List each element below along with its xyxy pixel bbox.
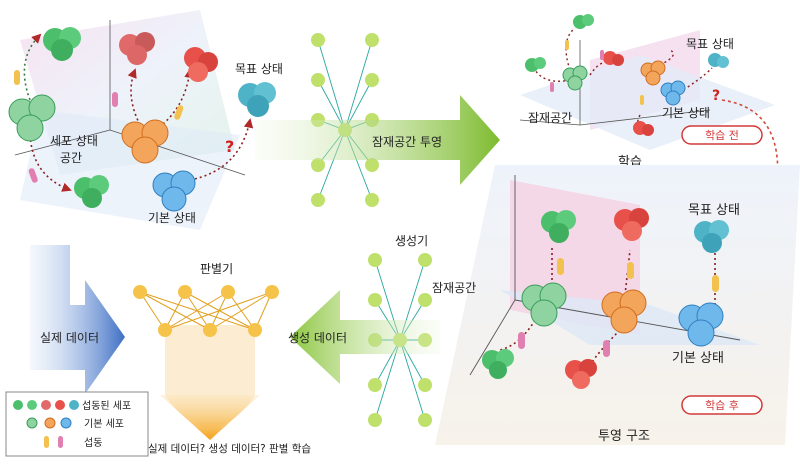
discriminator-edge [184, 291, 211, 331]
before-target-state-label: 목표 상태 [686, 37, 734, 51]
discriminator-node [221, 285, 235, 299]
before-latent-space-label: 잠재공간 [528, 111, 572, 125]
perturbation-capsules-left [14, 70, 184, 183]
traj-to-red [127, 68, 141, 126]
encoder-node [365, 193, 379, 207]
after-target-state-label: 목표 상태 [688, 203, 740, 218]
traj-to-green [23, 33, 42, 101]
after-base-state-label: 기본 상태 [672, 351, 724, 366]
encoder-node [311, 73, 325, 87]
generator-node [368, 253, 382, 267]
legend-base-cells-icon [26, 417, 72, 429]
generator-node [418, 253, 432, 267]
generator-node [418, 413, 432, 427]
latent-projection-label: 잠재공간 투영 [372, 135, 442, 149]
generator-node [418, 293, 432, 307]
cell-state-space-label-1: 세포 상태 [50, 134, 98, 148]
discriminator-edge [184, 291, 256, 331]
green-perturbed-cell [43, 27, 81, 61]
encoder-node [311, 33, 325, 47]
encoder-node [365, 73, 379, 87]
legend-perturbation-icon [44, 436, 63, 448]
before-learning-badge [681, 125, 763, 145]
legend-perturbation-label: 섭동 [84, 437, 102, 449]
left-cells [8, 27, 276, 212]
discriminator-network [133, 285, 279, 440]
discriminator-label: 판별기 [200, 262, 233, 276]
discriminator-node [133, 285, 147, 299]
red-perturbed-cell-2 [184, 47, 218, 82]
left-base-state-label: 기본 상태 [148, 211, 196, 225]
generated-data-label: 생성 데이터 [288, 331, 347, 345]
base-cell-green [8, 94, 56, 142]
after-learning-badge [681, 395, 763, 415]
red-perturbed-cell [119, 32, 155, 65]
latent-projection-arrow [255, 95, 500, 185]
generator-node [368, 413, 382, 427]
base-cell-orange [121, 119, 169, 164]
discrimination-caption: 실제 데이터? 생성 데이터? 판별 학습 [148, 443, 311, 455]
projection-structure-label: 투영 구조 [598, 429, 650, 444]
discriminator-node [158, 323, 172, 337]
before-learning-badge-label: 학습 전 [705, 129, 739, 142]
base-cell-blue [152, 170, 196, 212]
traj-to-target [189, 118, 254, 181]
generator-label: 생성기 [395, 234, 428, 248]
encoder-edge [344, 39, 373, 131]
target-cell-teal [238, 82, 276, 117]
encoder-edge [317, 39, 346, 131]
legend-perturbed-cells-label: 섭동된 세포 [82, 400, 131, 412]
generated-data-arrow [290, 290, 440, 384]
generator-node [418, 378, 432, 392]
encoder-node [365, 158, 379, 172]
before-base-state-label: 기본 상태 [662, 106, 710, 120]
discriminator-edge [209, 291, 273, 331]
discriminator-edge [164, 291, 186, 331]
discriminator-node [203, 323, 217, 337]
generator-node [368, 293, 382, 307]
left-question-mark: ? [225, 137, 234, 156]
discriminator-node [248, 323, 262, 337]
encoder-node [311, 193, 325, 207]
after-learning-panel [469, 175, 760, 389]
before-question-mark: ? [712, 88, 720, 104]
legend-base-cells-label: 기본 세포 [84, 418, 124, 430]
after-learning-badge-label: 학습 후 [705, 399, 739, 412]
discriminator-edge [164, 291, 273, 331]
after-latent-space-label: 잠재공간 [432, 281, 476, 295]
real-data-label: 실제 데이터 [40, 331, 99, 345]
left-target-state-label: 목표 상태 [235, 62, 283, 76]
legend [5, 391, 149, 457]
cell-state-space-label-2: 공간 [60, 151, 82, 165]
green-perturbed-cell-low [74, 175, 109, 208]
legend-perturbed-cells-icon [13, 400, 79, 410]
discriminator-node [178, 285, 192, 299]
real-data-arrow [30, 245, 125, 394]
encoder-node [311, 158, 325, 172]
axis-y [14, 129, 111, 156]
encoder-node [365, 33, 379, 47]
generator-node [368, 378, 382, 392]
discriminator-edge [164, 291, 229, 331]
discriminator-edge [139, 291, 166, 331]
discriminator-node [265, 285, 279, 299]
